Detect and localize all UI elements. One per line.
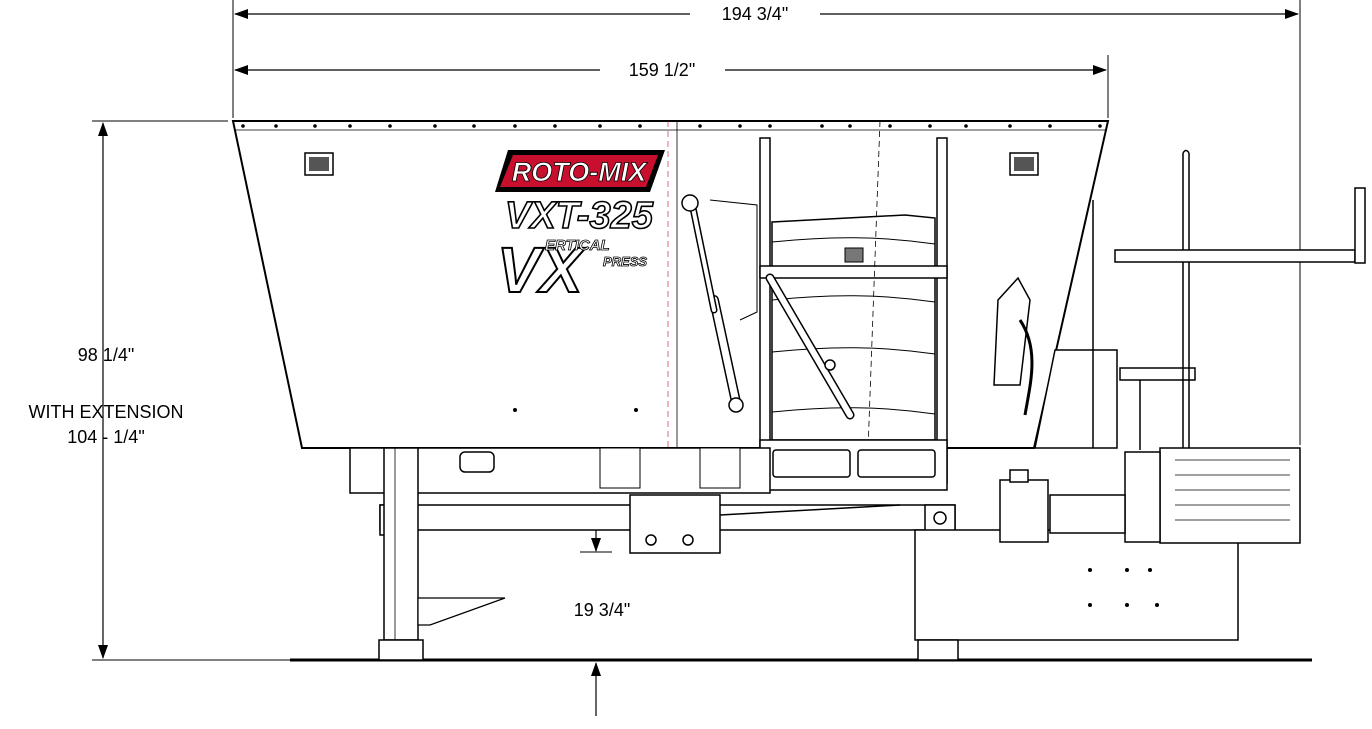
leg-right xyxy=(914,529,1239,661)
ground-clearance-label: 19 3/4" xyxy=(574,600,630,620)
discharge-door-assembly xyxy=(759,120,948,491)
brand-logo-text: ROTO-MIX xyxy=(512,157,648,187)
manufacturer-plate-left xyxy=(304,152,334,176)
body-length-dimension: 159 1/2" xyxy=(234,55,1109,118)
extension-label: WITH EXTENSION xyxy=(28,402,183,422)
series-word-xpress: PRESS xyxy=(603,254,647,269)
height-dimension: 98 1/4" WITH EXTENSION 104 - 1/4" xyxy=(28,120,290,661)
tub-rivets xyxy=(241,124,1102,412)
series-mark: VX xyxy=(497,234,586,306)
overall-length-label: 194 3/4" xyxy=(722,4,788,24)
electric-motor xyxy=(1124,447,1301,544)
brand-logo: ROTO-MIX xyxy=(495,150,665,192)
hydraulic-cylinder xyxy=(681,194,758,413)
hydraulic-reservoir xyxy=(999,469,1126,543)
body-length-label: 159 1/2" xyxy=(629,60,695,80)
series-word-vertical: ERTICAL xyxy=(545,237,610,254)
extension-height-label: 104 - 1/4" xyxy=(67,427,144,447)
height-label: 98 1/4" xyxy=(78,345,134,365)
control-lever xyxy=(993,276,1034,416)
model-name: VXT-325 xyxy=(505,195,654,237)
ground-clearance-dimension: 19 3/4" xyxy=(574,505,630,716)
leg-left xyxy=(378,447,506,661)
right-platform xyxy=(1034,149,1366,450)
mixer-tub xyxy=(231,120,1110,449)
overall-length-dimension: 194 3/4" xyxy=(232,0,1301,445)
manufacturer-plate-right xyxy=(1009,152,1039,176)
model-decal: VXT-325 VX ERTICAL PRESS xyxy=(496,194,655,307)
